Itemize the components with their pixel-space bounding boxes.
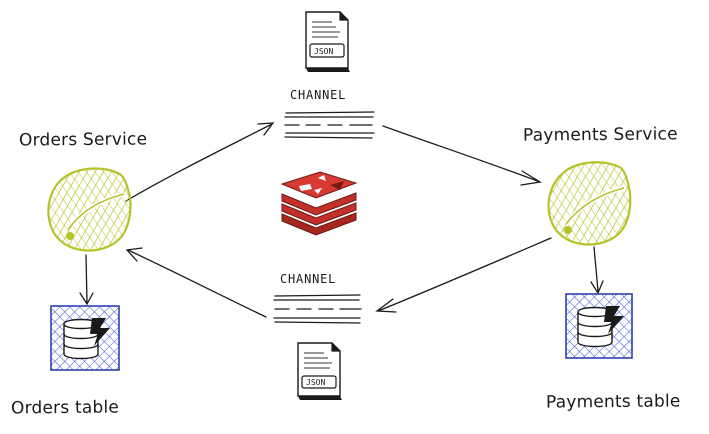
- orders-table-label: Orders table: [10, 397, 120, 419]
- channel-top-label: CHANNEL: [290, 88, 347, 102]
- json-file-label-bottom: JSON: [306, 378, 325, 387]
- arrow-payments-to-channel-bottom: [375, 237, 552, 313]
- json-file-label-top: JSON: [314, 47, 333, 56]
- arrow-orders-to-channel-top: [125, 122, 275, 202]
- spring-leaf-icon: [547, 161, 632, 246]
- payments-table-label: Payments table: [545, 391, 681, 413]
- channel-top: [284, 111, 375, 139]
- channel-bottom-label: CHANNEL: [280, 272, 337, 286]
- arrow-payments-to-table: [590, 246, 604, 295]
- orders-service-label: Orders Service: [18, 129, 148, 151]
- arrow-orders-to-table: [79, 254, 94, 306]
- json-file-icon: [305, 11, 350, 72]
- json-file-icon: [297, 342, 342, 400]
- channel-bottom: [273, 294, 362, 324]
- database-icon: [50, 305, 120, 371]
- spring-leaf-icon: [47, 167, 132, 252]
- arrow-channel-top-to-payments: [382, 125, 542, 186]
- arrow-channel-bottom-to-orders: [125, 247, 267, 318]
- payments-service-label: Payments Service: [522, 124, 678, 146]
- database-icon: [565, 293, 633, 359]
- redis-icon: [280, 171, 358, 236]
